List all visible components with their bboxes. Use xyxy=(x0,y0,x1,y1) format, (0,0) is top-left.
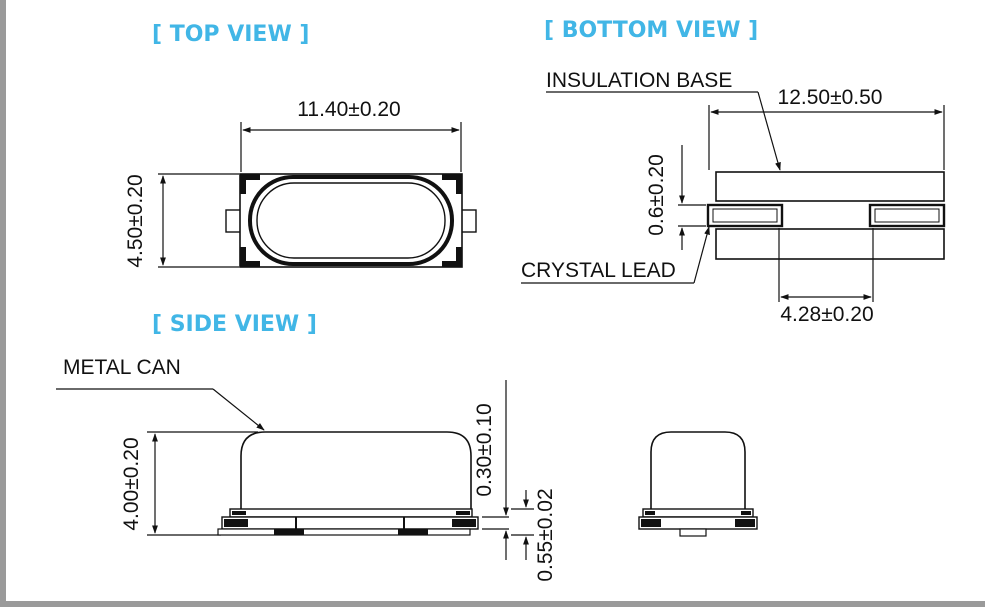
insulation-base-bottom xyxy=(715,228,945,260)
bottom-view: INSULATION BASE 12.50±0.50 0.6±0.20 CRYS… xyxy=(521,69,946,326)
top-view: 11.40±0.20 4.50±0.20 xyxy=(124,98,477,268)
lead-spacing-dim: 4.28±0.20 xyxy=(780,303,873,326)
lead-thickness-dim: 0.6±0.20 xyxy=(645,154,668,236)
insulation-base-label: INSULATION BASE xyxy=(546,69,732,92)
end-view-can xyxy=(650,431,746,512)
side-view-heading: [ SIDE VIEW ] xyxy=(152,312,317,337)
top-gap-dim: 0.30±0.10 xyxy=(473,403,496,496)
top-height-dim: 4.50±0.20 xyxy=(124,174,147,267)
side-view: METAL CAN 4.00±0.20 0.30±0.10 0.5 xyxy=(56,356,557,582)
insulation-base-top xyxy=(715,171,945,202)
top-width-dim: 11.40±0.20 xyxy=(297,98,400,121)
top-view-heading: [ TOP VIEW ] xyxy=(152,22,309,47)
top-view-oval-can xyxy=(248,175,454,266)
side-view-can xyxy=(240,431,472,512)
crystal-lead-label: CRYSTAL LEAD xyxy=(521,259,676,282)
end-view xyxy=(638,431,758,537)
side-height-dim: 4.00±0.20 xyxy=(120,437,143,530)
crystal-lead-left xyxy=(706,203,784,228)
crystal-drawing: [ TOP VIEW ] [ BOTTOM VIEW ] [ SIDE VIEW… xyxy=(56,18,946,582)
bottom-view-heading: [ BOTTOM VIEW ] xyxy=(544,18,758,43)
base-width-dim: 12.50±0.50 xyxy=(778,86,883,109)
metal-can-label: METAL CAN xyxy=(63,356,181,379)
base-thickness-dim: 0.55±0.02 xyxy=(534,488,557,581)
crystal-lead-right xyxy=(868,203,946,228)
